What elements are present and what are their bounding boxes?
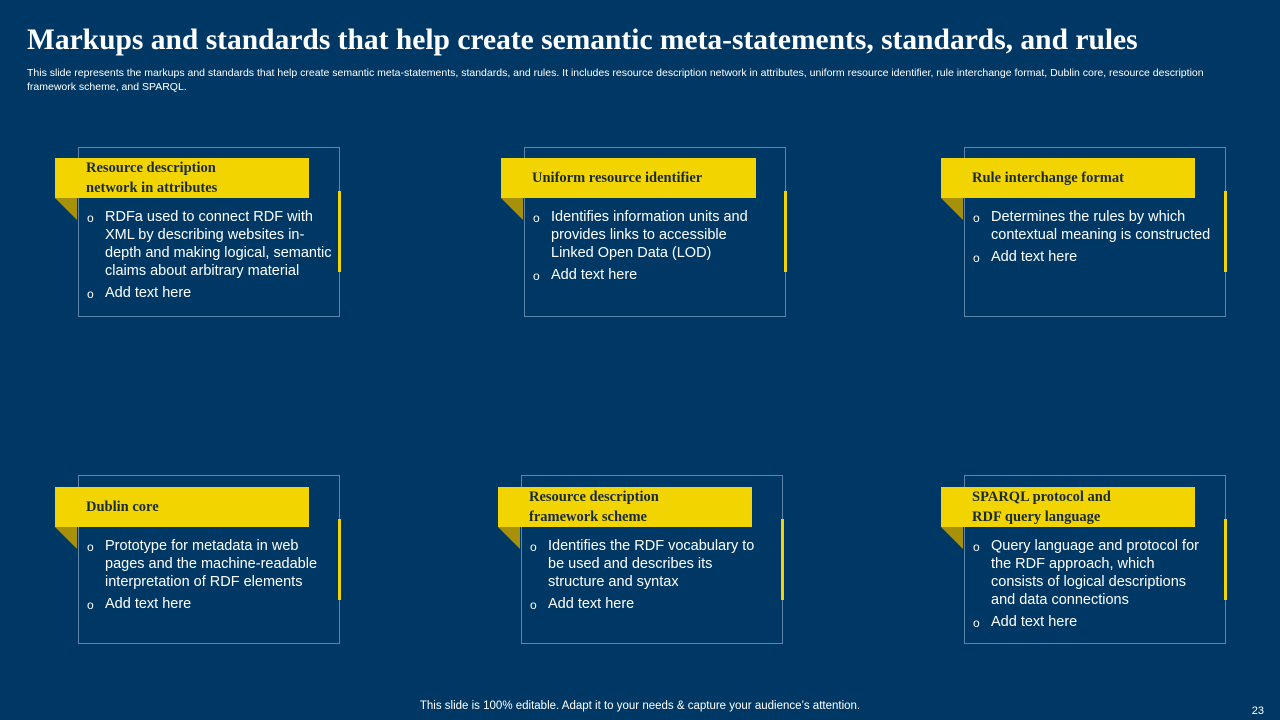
- slide-footer: This slide is 100% editable. Adapt it to…: [419, 700, 861, 712]
- bullet-marker: o: [87, 211, 94, 225]
- card-accent-bar: [1224, 519, 1227, 600]
- list-item: o Add text here: [87, 595, 322, 613]
- bullet-marker: o: [533, 269, 540, 283]
- bullet-text: Prototype for metadata in web pages and …: [105, 538, 318, 590]
- list-item: o Add text here: [530, 595, 755, 613]
- card-heading-line1: Dublin core: [86, 499, 159, 515]
- banner-fold: [55, 527, 77, 549]
- card-bullets: o Prototype for metadata in web pages and…: [87, 537, 322, 617]
- bullet-marker: o: [530, 540, 537, 554]
- card-accent-bar: [338, 519, 341, 600]
- bullet-marker: o: [973, 540, 980, 554]
- list-item: o Add text here: [973, 248, 1213, 266]
- bullet-marker: o: [973, 251, 980, 265]
- card-bullets: o RDFa used to connect RDF with XML by de…: [87, 208, 337, 306]
- card-heading-dublin-core: Dublin core: [55, 487, 309, 527]
- bullet-marker: o: [530, 598, 537, 612]
- card-heading-line2: RDF query language: [972, 509, 1101, 525]
- card-accent-bar: [784, 191, 787, 272]
- banner-fold: [498, 527, 520, 549]
- banner-fold: [55, 198, 77, 220]
- list-item: o Identifies information units and provid…: [533, 208, 773, 262]
- bullet-text: Identifies the RDF vocabulary to be used…: [548, 538, 755, 590]
- card-heading-rdfa: Resource description network in attribut…: [55, 158, 309, 198]
- card-bullets: o Query language and protocol for the RDF…: [973, 537, 1203, 635]
- card-heading-uri: Uniform resource identifier: [501, 158, 756, 198]
- bullet-text: Add text here: [991, 249, 1078, 265]
- card-heading-line1: SPARQL protocol and: [972, 489, 1111, 505]
- bullet-text: Add text here: [551, 267, 638, 283]
- bullet-marker: o: [87, 287, 94, 301]
- bullet-marker: o: [973, 211, 980, 225]
- banner-fold: [941, 198, 963, 220]
- bullet-text: Query language and protocol for the RDF …: [991, 538, 1199, 608]
- card-uri: [524, 147, 787, 317]
- card-accent-bar: [338, 191, 341, 272]
- list-item: o Determines the rules by which contextua…: [973, 208, 1213, 244]
- bullet-text: Add text here: [105, 596, 192, 612]
- bullet-text: Determines the rules by which contextual…: [991, 209, 1211, 243]
- bullet-marker: o: [533, 211, 540, 225]
- card-heading-rdfs: Resource description framework scheme: [498, 487, 752, 527]
- list-item: o Add text here: [87, 284, 337, 302]
- list-item: o Prototype for metadata in web pages and…: [87, 537, 322, 591]
- card-heading-line2: network in attributes: [86, 180, 218, 196]
- bullet-text: RDFa used to connect RDF with XML by des…: [105, 209, 332, 279]
- card-heading-sparql: SPARQL protocol and RDF query language: [941, 487, 1195, 527]
- bullet-marker: o: [87, 598, 94, 612]
- card-sparql: [964, 475, 1227, 644]
- card-rif: [964, 147, 1227, 317]
- card-bullets: o Identifies information units and provid…: [533, 208, 773, 288]
- card-accent-bar: [1224, 191, 1227, 272]
- card-dublin-core: [78, 475, 341, 644]
- card-rdfa: [78, 147, 341, 317]
- slide-subtitle: This slide represents the markups and st…: [27, 67, 1204, 93]
- card-heading-line2: framework scheme: [529, 509, 647, 525]
- banner-fold: [941, 527, 963, 549]
- card-rdfs: [521, 475, 784, 644]
- card-heading-line1: Uniform resource identifier: [532, 170, 703, 186]
- card-heading-rif: Rule interchange format: [941, 158, 1195, 198]
- card-bullets: o Determines the rules by which contextua…: [973, 208, 1213, 270]
- list-item: o Add text here: [973, 613, 1203, 631]
- page-number: 23: [1251, 705, 1264, 717]
- list-item: o Add text here: [533, 266, 773, 284]
- bullet-text: Add text here: [991, 614, 1078, 630]
- card-accent-bar: [781, 519, 784, 600]
- bullet-text: Identifies information units and provide…: [551, 209, 748, 261]
- bullet-text: Add text here: [548, 596, 635, 612]
- card-heading-line1: Resource description: [529, 489, 659, 505]
- slide-title: Markups and standards that help create s…: [27, 24, 1138, 56]
- list-item: o Query language and protocol for the RDF…: [973, 537, 1203, 609]
- bullet-marker: o: [973, 616, 980, 630]
- banner-fold: [501, 198, 523, 220]
- list-item: o Identifies the RDF vocabulary to be use…: [530, 537, 755, 591]
- bullet-text: Add text here: [105, 285, 192, 301]
- card-bullets: o Identifies the RDF vocabulary to be use…: [530, 537, 755, 617]
- card-heading-line1: Resource description: [86, 160, 216, 176]
- list-item: o RDFa used to connect RDF with XML by de…: [87, 208, 337, 280]
- card-heading-line1: Rule interchange format: [972, 170, 1124, 186]
- bullet-marker: o: [87, 540, 94, 554]
